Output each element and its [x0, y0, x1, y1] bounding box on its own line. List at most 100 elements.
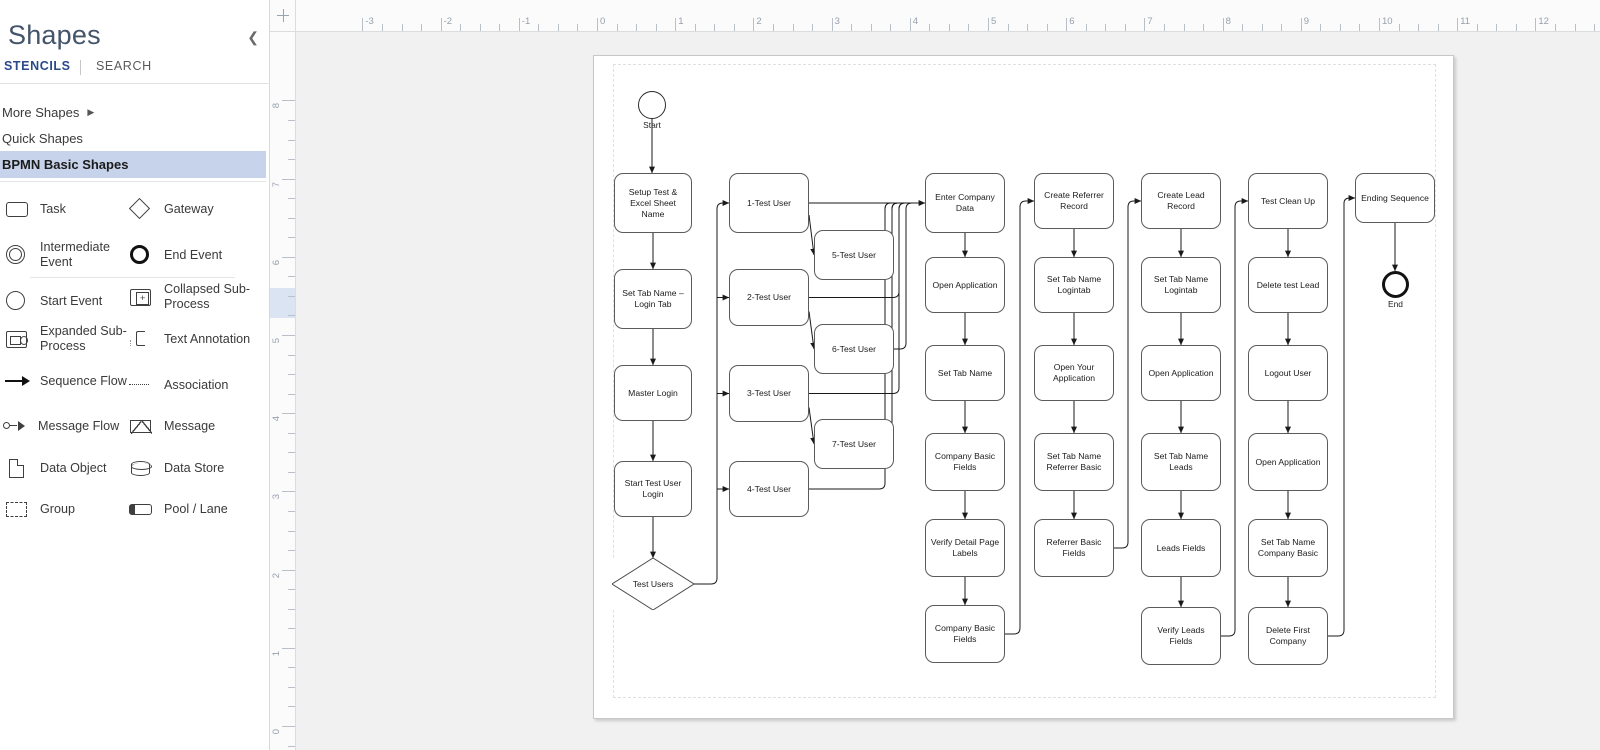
- node-create-referrer-record[interactable]: Create Referrer Record: [1034, 173, 1114, 229]
- master-data-store[interactable]: Data Store: [128, 456, 263, 480]
- node-company-basic-fields-1[interactable]: Company Basic Fields: [925, 433, 1005, 491]
- master-sequence-flow[interactable]: Sequence Flow: [4, 364, 129, 398]
- data-store-icon: [128, 457, 155, 479]
- master-label: Association: [164, 377, 229, 392]
- node-enter-company-data[interactable]: Enter Company Data: [925, 173, 1005, 233]
- ruler-label: 9: [1303, 16, 1310, 27]
- node-open-application-company[interactable]: Open Application: [925, 257, 1005, 313]
- node-open-application-cleanup[interactable]: Open Application: [1248, 433, 1328, 491]
- node-delete-test-lead[interactable]: Delete test Lead: [1248, 257, 1328, 313]
- node-2-test-user[interactable]: 2-Test User: [729, 269, 809, 326]
- master-label: Start Event: [40, 293, 103, 308]
- master-collapsed-subprocess[interactable]: Collapsed Sub-Process: [128, 280, 263, 314]
- master-message-flow[interactable]: Message Flow: [2, 414, 130, 438]
- pool-lane-icon: [128, 498, 155, 520]
- node-open-application-lead[interactable]: Open Application: [1141, 345, 1221, 401]
- node-set-tab-name-logintab-referrer[interactable]: Set Tab Name Logintab: [1034, 257, 1114, 313]
- master-text-annotation[interactable]: Text Annotation: [128, 322, 263, 356]
- node-ending-sequence[interactable]: Ending Sequence: [1355, 173, 1435, 223]
- ruler-tick-minor: [288, 686, 295, 688]
- stencil-label: BPMN Basic Shapes: [2, 157, 129, 172]
- master-intermediate-event[interactable]: Intermediate Event: [4, 238, 129, 272]
- ruler-tick-minor: [1320, 24, 1322, 31]
- ruler-tick-minor: [288, 119, 295, 121]
- node-set-tab-name[interactable]: Set Tab Name: [925, 345, 1005, 401]
- ruler-tick: [1066, 18, 1068, 31]
- ruler-label: -3: [365, 16, 374, 27]
- master-association[interactable]: Association: [128, 373, 263, 397]
- ruler-corner[interactable]: [270, 0, 296, 32]
- ruler-label: 11: [1460, 16, 1471, 27]
- stencil-item-quick-shapes[interactable]: Quick Shapes: [0, 125, 266, 152]
- node-1-test-user[interactable]: 1-Test User: [729, 173, 809, 233]
- node-set-tab-name-logintab-lead[interactable]: Set Tab Name Logintab: [1141, 257, 1221, 313]
- node-verify-leads-fields[interactable]: Verify Leads Fields: [1141, 607, 1221, 665]
- sequence-flow-icon: [4, 370, 31, 392]
- ruler-label: 3: [834, 16, 840, 27]
- tab-search[interactable]: SEARCH: [96, 59, 152, 73]
- node-verify-detail-page-labels[interactable]: Verify Detail Page Labels: [925, 519, 1005, 577]
- chevron-left-icon[interactable]: ❮: [247, 29, 259, 45]
- ruler-label: 0: [271, 729, 282, 735]
- stencil-item-bpmn-basic-shapes[interactable]: BPMN Basic Shapes: [0, 151, 266, 178]
- end-event-shape[interactable]: [1382, 271, 1409, 298]
- vertical-ruler-highlight: [270, 288, 295, 318]
- master-group[interactable]: Group: [4, 497, 129, 521]
- node-delete-first-company[interactable]: Delete First Company: [1248, 607, 1328, 665]
- node-3-test-user[interactable]: 3-Test User: [729, 365, 809, 422]
- master-start-event[interactable]: Start Event: [4, 289, 129, 313]
- node-set-tab-name-leads[interactable]: Set Tab Name Leads: [1141, 433, 1221, 491]
- ruler-tick-minor: [288, 452, 295, 454]
- node-set-tab-name-login-tab[interactable]: Set Tab Name – Login Tab: [614, 269, 692, 329]
- node-7-test-user[interactable]: 7-Test User: [814, 419, 894, 469]
- node-company-basic-fields-2[interactable]: Company Basic Fields: [925, 605, 1005, 663]
- ruler-tick-minor: [733, 24, 735, 31]
- ruler-tick-minor: [288, 198, 295, 200]
- node-leads-fields[interactable]: Leads Fields: [1141, 519, 1221, 577]
- tab-stencils[interactable]: STENCILS: [4, 59, 71, 73]
- node-set-tab-name-referrer-basic[interactable]: Set Tab Name Referrer Basic: [1034, 433, 1114, 491]
- ruler-tick-minor: [288, 471, 295, 473]
- master-end-event[interactable]: End Event: [128, 238, 258, 272]
- connector: [891, 202, 925, 256]
- master-message[interactable]: Message: [128, 414, 263, 438]
- master-pool-lane[interactable]: Pool / Lane: [128, 497, 263, 521]
- master-task[interactable]: Task: [4, 197, 129, 221]
- connector: [1328, 195, 1356, 637]
- ruler-tick-minor: [1261, 24, 1263, 31]
- master-data-object[interactable]: Data Object: [4, 456, 129, 480]
- stencil-item-more-shapes[interactable]: More Shapes ▶: [0, 99, 266, 126]
- node-set-tab-name-company-basic[interactable]: Set Tab Name Company Basic: [1248, 519, 1328, 577]
- ruler-tick-minor: [1281, 24, 1283, 31]
- node-open-your-application[interactable]: Open Your Application: [1034, 345, 1114, 401]
- ruler-label: -2: [443, 16, 453, 27]
- ruler-tick: [597, 18, 598, 31]
- node-setup-test-excel-sheet-name[interactable]: Setup Test & Excel Sheet Name: [614, 173, 692, 233]
- node-4-test-user[interactable]: 4-Test User: [729, 461, 809, 517]
- master-gateway[interactable]: Gateway: [128, 197, 258, 221]
- gateway-test-users[interactable]: Test Users: [612, 558, 694, 610]
- start-event-label: Start: [643, 120, 661, 130]
- node-referrer-basic-fields[interactable]: Referrer Basic Fields: [1034, 519, 1114, 577]
- ruler-label: 8: [1225, 16, 1231, 27]
- node-5-test-user[interactable]: 5-Test User: [814, 230, 894, 280]
- start-event-shape[interactable]: [638, 91, 666, 119]
- node-logout-user[interactable]: Logout User: [1248, 345, 1328, 401]
- master-label: Pool / Lane: [164, 501, 228, 516]
- ruler-tick: [282, 491, 295, 493]
- node-master-login[interactable]: Master Login: [614, 365, 692, 421]
- ruler-label: 2: [271, 572, 282, 578]
- node-6-test-user[interactable]: 6-Test User: [814, 324, 894, 374]
- node-start-test-user-login[interactable]: Start Test User Login: [614, 461, 692, 517]
- node-test-clean-up[interactable]: Test Clean Up: [1248, 173, 1328, 229]
- master-expanded-subprocess[interactable]: Expanded Sub-Process: [4, 322, 129, 356]
- ruler-tick-minor: [1554, 24, 1556, 31]
- ruler-label: 1: [678, 16, 684, 27]
- ruler-tick-minor: [1437, 24, 1439, 31]
- node-create-lead-record[interactable]: Create Lead Record: [1141, 173, 1221, 229]
- ruler-tick: [282, 335, 295, 336]
